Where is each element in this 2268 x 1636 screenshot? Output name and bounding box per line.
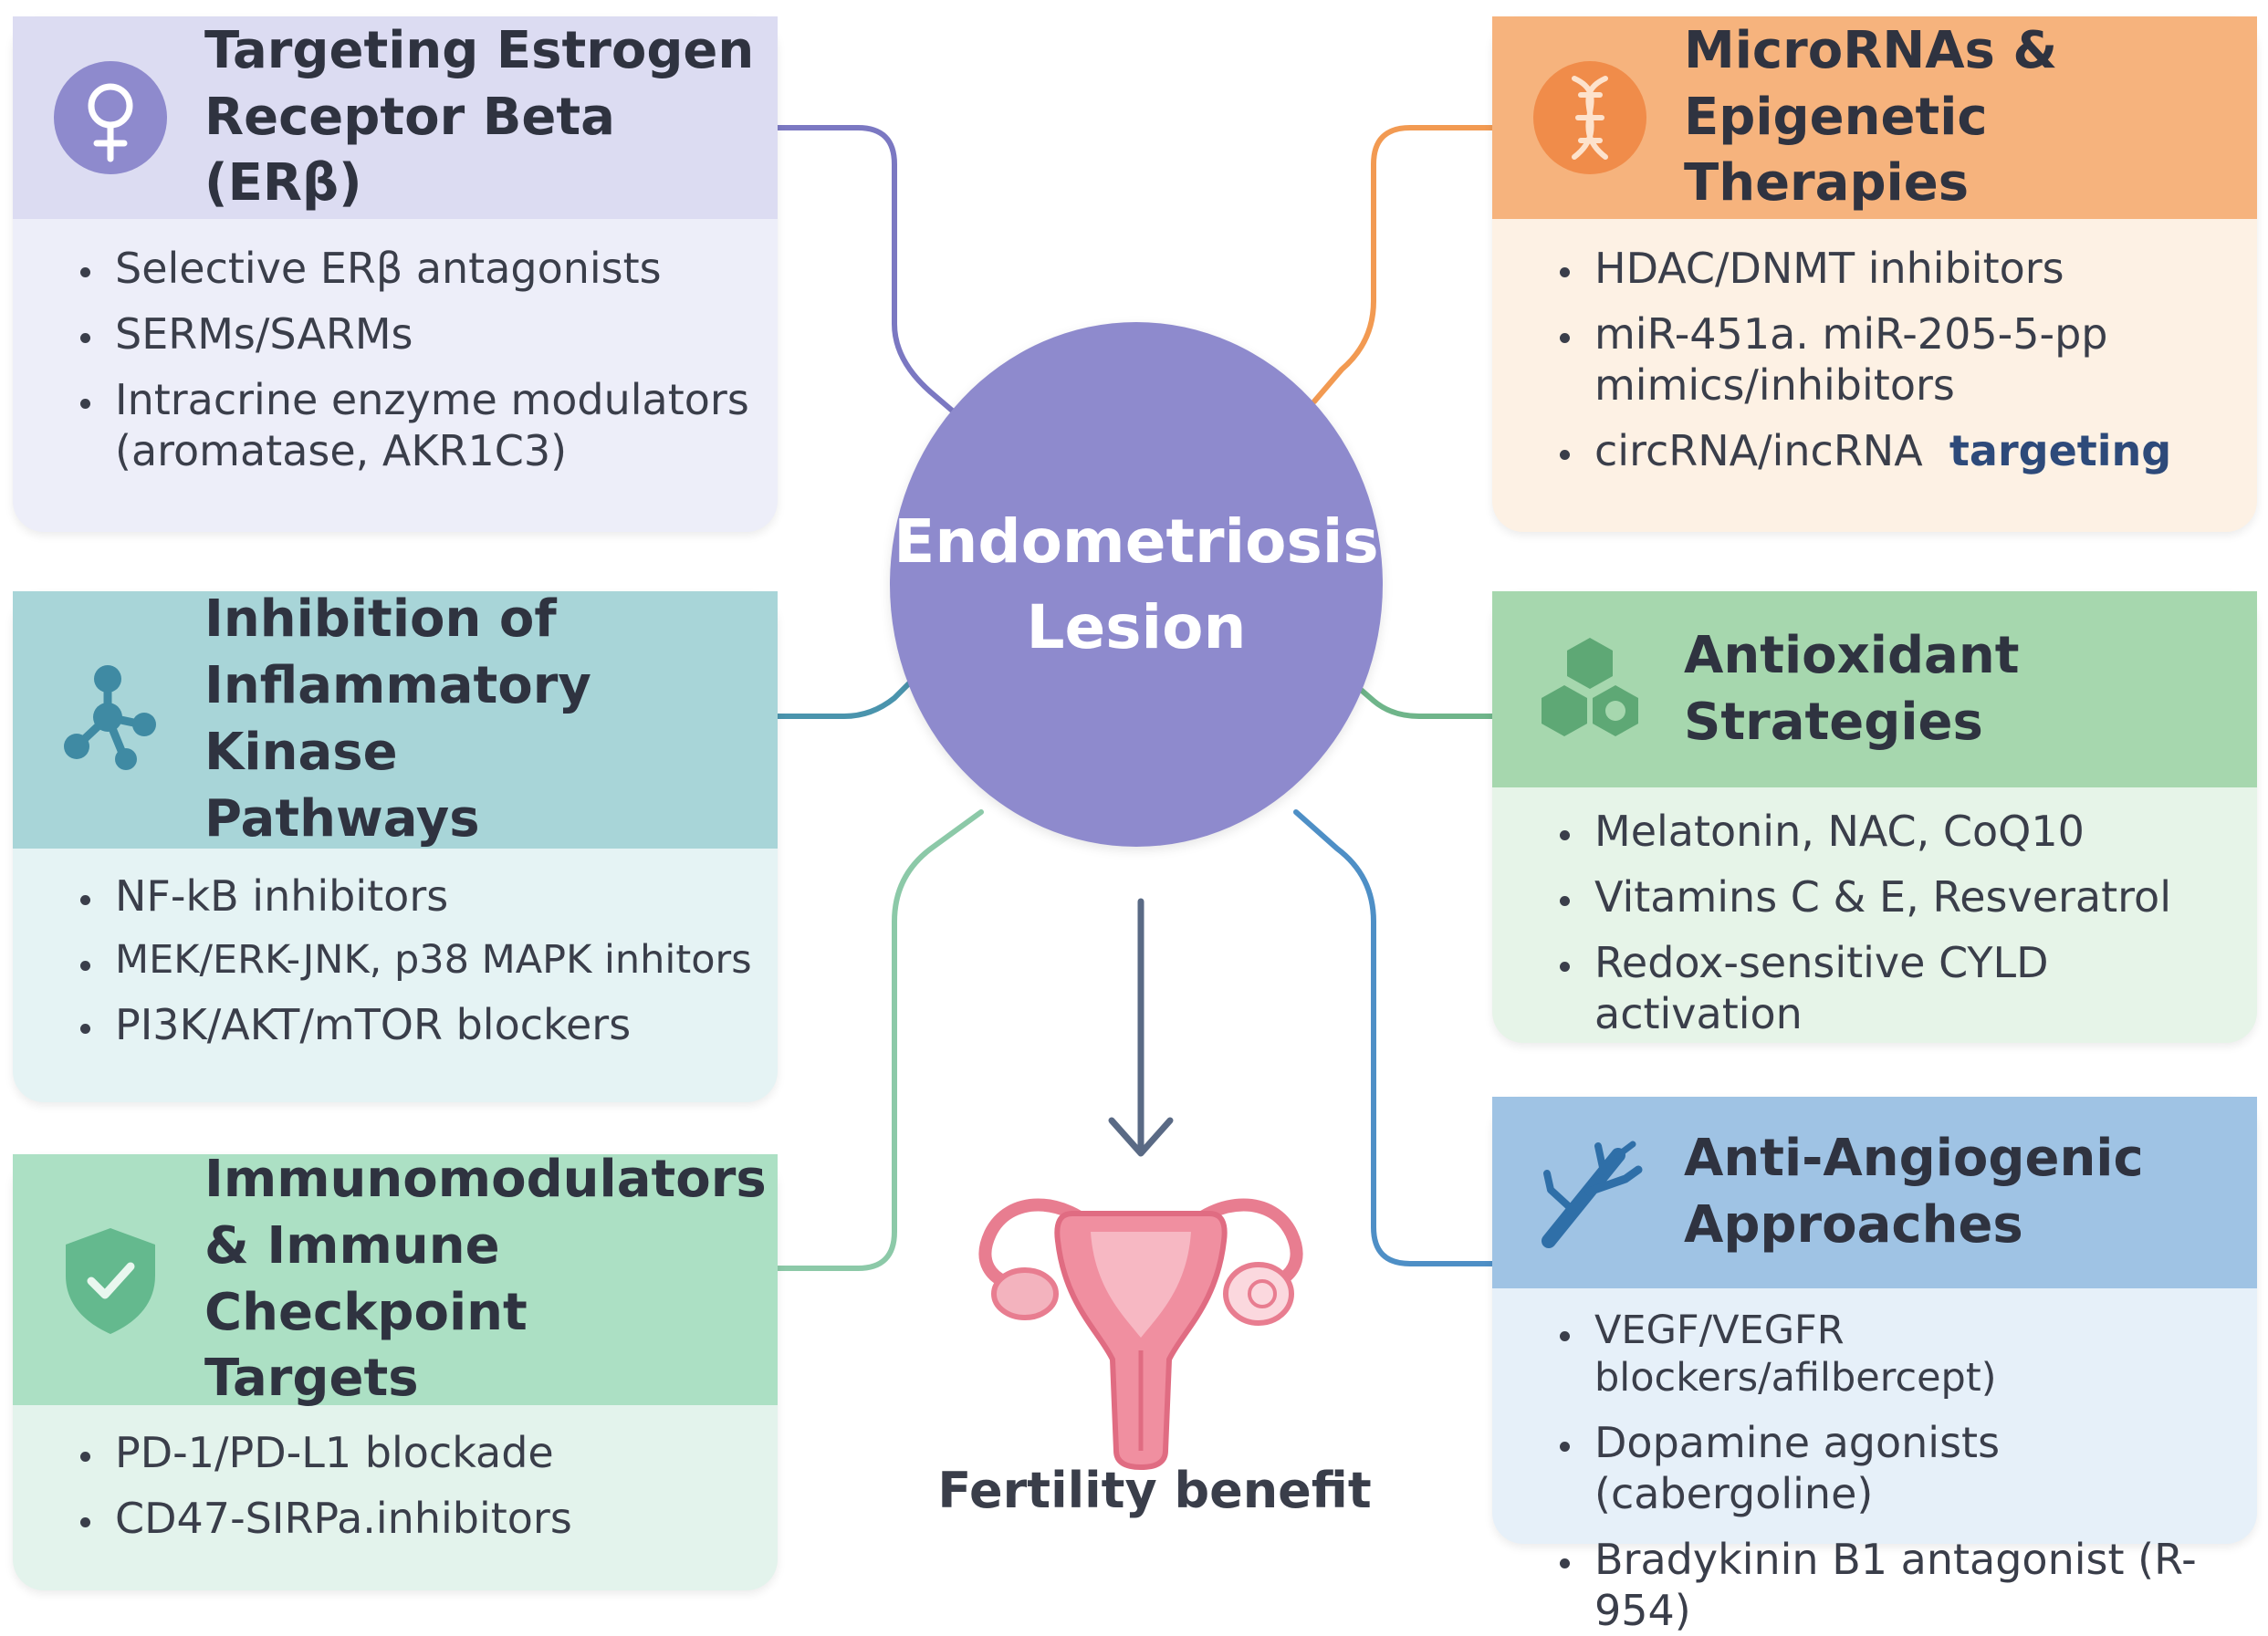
list-item: PI3K/AKT/mTOR blockers: [68, 999, 759, 1050]
list-item: Dopamine agonists (cabergoline): [1547, 1417, 2239, 1519]
connector-estrogen-receptor: [775, 125, 966, 422]
list-item: Intracrine enzyme modulators (aromatase,…: [68, 374, 759, 476]
card-header: Inhibition of Inflammatory Kinase Pathwa…: [13, 589, 778, 849]
card-title: Immunomodulators & Immune Checkpoint Tar…: [204, 1149, 767, 1409]
card-body: PD-1/PD-L1 blockade CD47-SIRPa.inhibitor…: [13, 1405, 778, 1544]
card-immunomodulators: Immunomodulators & Immune Checkpoint Tar…: [13, 1150, 778, 1590]
card-title: Inhibition of Inflammatory Kinase Pathwa…: [204, 589, 591, 849]
accent-word: targeting: [1949, 426, 2172, 476]
card-title: MicroRNAs & Epigenetic Therapies: [1684, 20, 2058, 214]
list-item: circRNA/incRNA targeting: [1547, 425, 2239, 476]
list-item: SERMs/SARMs: [68, 308, 759, 360]
list-item: Redox-sensitive CYLD activation: [1547, 937, 2239, 1039]
fertility-benefit-label: Fertility benefit: [937, 1462, 1372, 1519]
molecule-network-icon: [51, 661, 170, 779]
down-arrow: [1108, 898, 1174, 1157]
card-title: Anti-Angiogenic Approaches: [1684, 1129, 2144, 1255]
list-item: MEK/ERK-JNK, p38 MAPK inhitors: [68, 936, 759, 984]
card-estrogen-receptor: Targeting Estrogen Receptor Beta (ERβ) S…: [13, 16, 778, 532]
female-symbol-icon: [51, 58, 170, 177]
connector-kinase: [775, 677, 915, 719]
center-hub: Endometriosis Lesion: [890, 322, 1383, 847]
connector-lines: [775, 125, 1495, 1271]
list-item: Vitamins C & E, Resveratrol: [1547, 871, 2239, 922]
shield-check-icon: [51, 1221, 170, 1339]
card-header: Anti-Angiogenic Approaches: [1492, 1097, 2257, 1288]
card-title: Antioxidant Strategies: [1684, 625, 2020, 752]
card-body: NF-kB inhibitors MEK/ERK-JNK, p38 MAPK i…: [13, 849, 778, 1050]
list-item: Melatonin, NAC, CoQ10: [1547, 806, 2239, 857]
card-antioxidant: Antioxidant Strategies Melatonin, NAC, C…: [1492, 591, 2257, 1043]
card-title: Targeting Estrogen Receptor Beta (ERβ): [204, 20, 755, 214]
connector-antioxidant: [1357, 686, 1495, 719]
card-header: MicroRNAs & Epigenetic Therapies: [1492, 16, 2257, 219]
list-item: HDAC/DNMT inhibitors: [1547, 243, 2239, 294]
list-item-text: circRNA/incRNA: [1594, 426, 1923, 476]
hub-title: Endometriosis Lesion: [894, 505, 1379, 662]
list-item: Bradykinin B1 antagonist (R-954): [1547, 1534, 2239, 1636]
hexagon-cluster-icon: [1531, 630, 1649, 749]
card-body: Selective ERβ antagonists SERMs/SARMs In…: [13, 219, 778, 476]
card-anti-angiogenic: Anti-Angiogenic Approaches VEGF/VEGFR bl…: [1492, 1097, 2257, 1635]
list-item: VEGF/VEGFR blockers/afilbercept): [1547, 1307, 2239, 1402]
connector-micrornas: [1312, 125, 1495, 404]
card-header: Immunomodulators & Immune Checkpoint Tar…: [13, 1150, 778, 1408]
uterus-icon: [978, 1198, 1303, 1471]
list-item: PD-1/PD-L1 blockade: [68, 1427, 759, 1478]
list-item: miR-451a. miR-205-5-pp mimics/inhibitors: [1547, 308, 2239, 411]
card-header: Targeting Estrogen Receptor Beta (ERβ): [13, 16, 778, 219]
card-body: Melatonin, NAC, CoQ10 Vitamins C & E, Re…: [1492, 787, 2257, 1039]
list-item: CD47-SIRPa.inhibitors: [68, 1493, 759, 1544]
card-kinase: Inhibition of Inflammatory Kinase Pathwa…: [13, 589, 778, 1102]
connector-immuno: [775, 809, 984, 1271]
card-body: VEGF/VEGFR blockers/afilbercept) Dopamin…: [1492, 1288, 2257, 1636]
card-header: Antioxidant Strategies: [1492, 591, 2257, 787]
card-micrornas: MicroRNAs & Epigenetic Therapies HDAC/DN…: [1492, 16, 2257, 532]
connector-angiogenic: [1293, 809, 1495, 1266]
list-item: NF-kB inhibitors: [68, 870, 759, 922]
card-body: HDAC/DNMT inhibitors miR-451a. miR-205-5…: [1492, 219, 2257, 476]
blood-vessel-icon: [1531, 1133, 1649, 1252]
dna-helix-icon: [1531, 58, 1649, 177]
list-item: Selective ERβ antagonists: [68, 243, 759, 294]
